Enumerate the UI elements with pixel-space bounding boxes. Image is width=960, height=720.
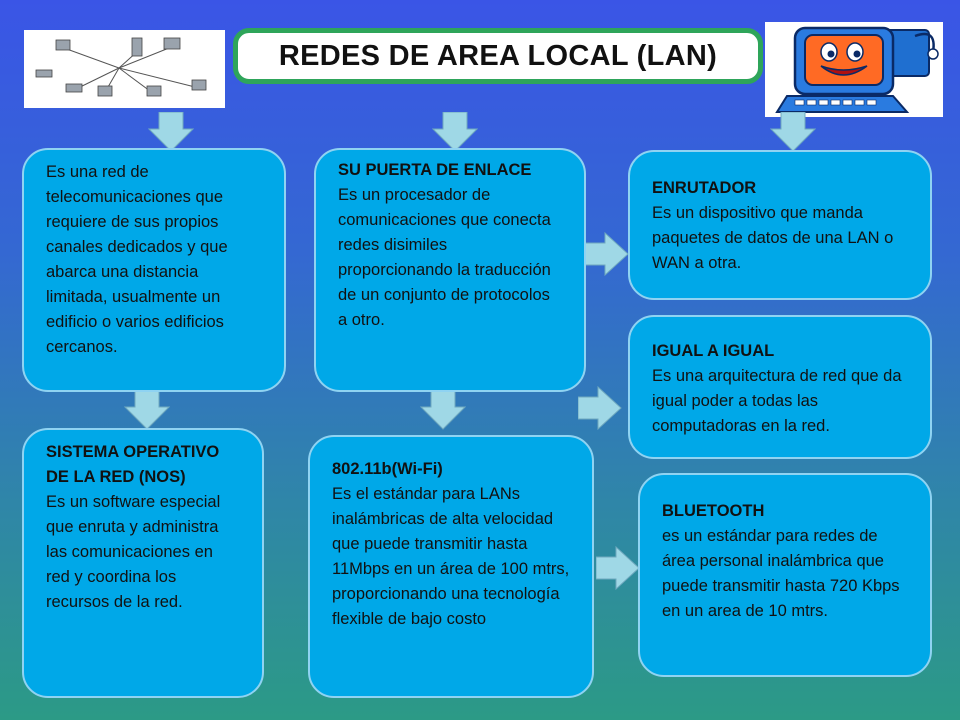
wifi-text: Es el estándar para LANs inalámbricas de… xyxy=(332,485,570,628)
right-arrow-icon xyxy=(585,232,629,276)
bluetooth-box: BLUETOOTH es un estándar para redes de á… xyxy=(638,473,932,677)
right-arrow-icon xyxy=(596,546,640,590)
down-arrow-icon xyxy=(420,390,466,430)
down-arrow-icon xyxy=(148,112,194,152)
down-arrow-icon xyxy=(124,390,170,430)
router-box: ENRUTADOR Es un dispositivo que manda pa… xyxy=(628,150,932,300)
peer-heading: IGUAL A IGUAL xyxy=(652,342,775,360)
down-arrow-icon xyxy=(432,112,478,152)
gateway-box: SU PUERTA DE ENLACE Es un procesador de … xyxy=(314,148,586,392)
peer-text: Es una arquitectura de red que da igual … xyxy=(652,367,902,435)
nos-box: SISTEMA OPERATIVO DE LA RED (NOS) Es un … xyxy=(22,428,264,698)
page-title: REDES DE AREA LOCAL (LAN) xyxy=(233,28,763,84)
wifi-heading: 802.11b(Wi-Fi) xyxy=(332,460,443,478)
router-text: Es un dispositivo que manda paquetes de … xyxy=(652,204,894,272)
network-topology-icon xyxy=(24,30,225,108)
router-heading: ENRUTADOR xyxy=(652,179,757,197)
bluetooth-heading: BLUETOOTH xyxy=(662,502,765,520)
smiling-computer-icon xyxy=(765,22,943,117)
bluetooth-text: es un estándar para redes de área person… xyxy=(662,527,900,620)
definition-text: Es una red de telecomunicaciones que req… xyxy=(46,163,228,356)
right-arrow-icon xyxy=(578,386,622,430)
gateway-text: Es un procesador de comunicaciones que c… xyxy=(338,186,551,329)
down-arrow-icon xyxy=(770,112,816,152)
peer-box: IGUAL A IGUAL Es una arquitectura de red… xyxy=(628,315,932,459)
gateway-heading: SU PUERTA DE ENLACE xyxy=(338,161,532,179)
nos-text: Es un software especial que enruta y adm… xyxy=(46,493,221,611)
nos-heading: SISTEMA OPERATIVO DE LA RED (NOS) xyxy=(46,443,220,486)
wifi-box: 802.11b(Wi-Fi) Es el estándar para LANs … xyxy=(308,435,594,698)
definition-box: Es una red de telecomunicaciones que req… xyxy=(22,148,286,392)
